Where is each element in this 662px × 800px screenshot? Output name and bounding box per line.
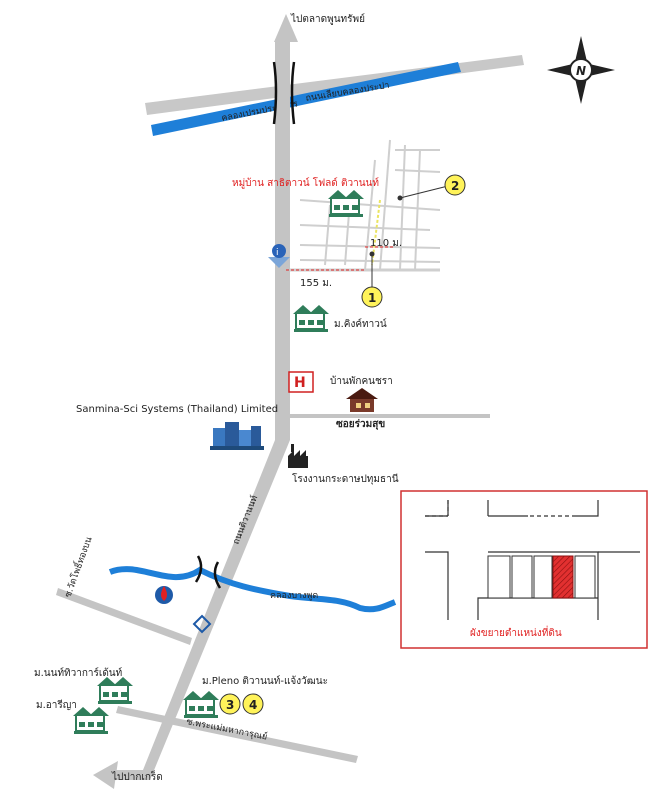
- marker-4[interactable]: 4: [242, 693, 264, 715]
- canal-bangphut-label: คลองบางพูด: [270, 591, 318, 601]
- canal-bangphut: [108, 566, 397, 613]
- distance-155-label: 155 ม.: [300, 278, 332, 289]
- soi-ruamsuk-road: [290, 414, 490, 418]
- village-areeya-label: ม.อารีญา: [36, 699, 77, 711]
- north-arrow-head: [274, 14, 298, 42]
- compass-rose-icon: N: [547, 36, 615, 104]
- svg-text:N: N: [576, 64, 586, 78]
- village-pleno-label: ม.Pleno ติวานนท์-แจ้งวัฒนะ: [202, 675, 328, 687]
- nursing-home-label: บ้านพักคนชรา: [330, 375, 393, 387]
- village-areeya-house-icon: [72, 706, 110, 735]
- village-nonthawiwat-label: ม.นนท์ทิวาการ์เด้นท์: [34, 667, 122, 679]
- bridge-south-icon: [194, 555, 222, 589]
- ptt-station-icon: [155, 586, 173, 604]
- sanmina-label: Sanmina-Sci Systems (Thailand) Limited: [76, 404, 278, 415]
- canal-prapa: [151, 62, 461, 136]
- svg-text:3: 3: [226, 698, 234, 712]
- village-main-house-icon: [327, 189, 365, 218]
- village-main-label: หมู่บ้าน สาธิตาวน์ โฟลด์ ติวานนท์: [232, 176, 379, 189]
- distance-110-label: 110 ม.: [370, 238, 402, 249]
- svg-text:i: i: [276, 248, 279, 258]
- svg-text:1: 1: [368, 291, 376, 305]
- soi-phramae-label: ซ.พระแม่มหาการุณย์: [185, 715, 268, 742]
- svg-text:4: 4: [249, 698, 257, 712]
- honda-logo-icon: H: [288, 371, 314, 393]
- marker-3[interactable]: 3: [219, 693, 241, 715]
- road-upper-diagonal: [145, 55, 524, 115]
- south-destination-label: ไปปากเกร็ด: [111, 769, 163, 783]
- marker-2-point: [397, 195, 403, 201]
- office-building-icon: [210, 422, 264, 450]
- soi-wat-road: [56, 588, 192, 645]
- soi-wat-label: ซ.วัดโพธิ์ทองบน: [61, 535, 95, 599]
- village-nonthawiwat-house-icon: [96, 676, 134, 705]
- north-destination-label: ไปตลาดพูนทรัพย์: [290, 13, 365, 25]
- svg-text:H: H: [294, 375, 306, 391]
- inset-caption: ผังขยายตำแหน่งที่ดิน: [470, 625, 562, 639]
- inset-plot-map: ผังขยายตำแหน่งที่ดิน: [400, 490, 648, 649]
- village-road-grid: [290, 139, 441, 272]
- temple-icon: [192, 614, 212, 634]
- marker-1-point: [369, 251, 375, 257]
- king-town-house-icon: [292, 304, 330, 333]
- bridge-north-icon: [272, 61, 296, 125]
- king-town-label: ม.คิงค์ทาวน์: [334, 318, 387, 330]
- soi-phramae-road: [116, 706, 358, 763]
- marker-2-leader: [399, 185, 449, 199]
- marker-1[interactable]: 1: [361, 286, 383, 308]
- marker-2[interactable]: 2: [444, 174, 466, 196]
- info-pin-icon: i: [268, 244, 290, 268]
- inset-target-plot: [552, 555, 574, 599]
- factory-icon: [288, 444, 308, 468]
- svg-text:2: 2: [451, 179, 459, 193]
- nursing-home-icon: [346, 388, 378, 412]
- south-arrow-head: [93, 761, 118, 789]
- paper-factory-label: โรงงานกระดาษปทุมธานี: [292, 472, 399, 485]
- village-pleno-house-icon: [182, 690, 220, 719]
- village-path-yellow: [371, 199, 381, 266]
- soi-ruamsuk-label: ซอยร่วมสุข: [336, 418, 385, 430]
